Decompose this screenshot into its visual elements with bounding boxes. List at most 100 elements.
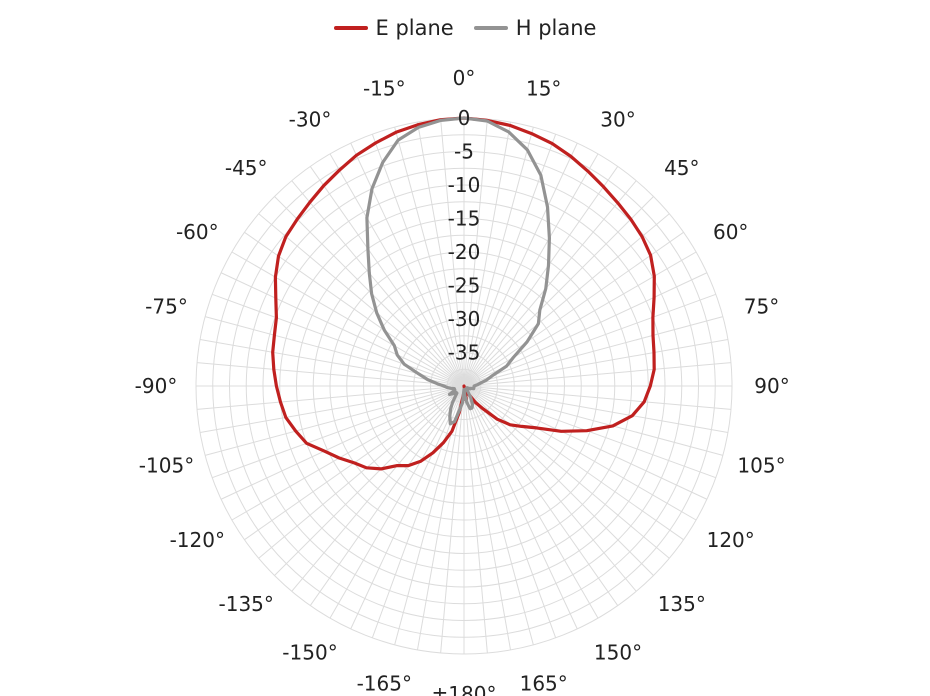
angle-tick-label: 45° — [664, 156, 699, 180]
grid-spoke — [463, 385, 708, 500]
angle-tick-label: 135° — [658, 592, 706, 616]
grid-spoke — [463, 385, 732, 410]
angle-tick-label: 165° — [520, 672, 568, 696]
grid-spoke — [244, 231, 465, 387]
radial-tick-label: -15 — [448, 207, 481, 231]
radial-tick-label: -5 — [454, 140, 474, 164]
grid-spoke — [463, 293, 717, 387]
grid-spoke — [463, 385, 557, 639]
grid-spoke — [463, 316, 723, 387]
grid-spoke — [394, 127, 465, 387]
grid-spoke — [440, 385, 465, 654]
grid-spoke — [371, 133, 465, 387]
grid-spoke — [463, 385, 637, 592]
legend-item-h-plane: H plane — [473, 16, 597, 40]
grid-spoke — [463, 127, 534, 387]
grid-spoke — [199, 385, 465, 434]
angle-tick-label: -90° — [135, 374, 178, 398]
polar-grid — [195, 117, 733, 655]
angle-tick-label: 75° — [744, 294, 779, 318]
angle-tick-label: 15° — [526, 77, 561, 101]
grid-spoke — [196, 385, 465, 410]
angle-tick-label: -105° — [139, 454, 194, 478]
grid-spoke — [463, 180, 637, 387]
grid-spoke — [463, 251, 697, 387]
grid-spoke — [329, 385, 465, 619]
grid-spoke — [309, 166, 465, 387]
legend-label-h-plane: H plane — [515, 16, 597, 40]
grid-spoke — [274, 196, 465, 387]
grid-spoke — [205, 385, 465, 456]
radial-tick-label: -30 — [448, 307, 481, 331]
series-layer — [271, 116, 656, 471]
grid-spoke — [329, 153, 465, 387]
legend-item-e-plane: E plane — [333, 16, 454, 40]
grid-spoke — [199, 338, 465, 387]
grid-spoke — [463, 385, 534, 645]
radial-tick-label: 0 — [458, 106, 471, 130]
angle-tick-label: 150° — [594, 641, 642, 665]
grid-spoke — [463, 385, 697, 521]
grid-spoke — [291, 385, 465, 592]
grid-spoke — [463, 231, 684, 387]
grid-spoke — [463, 385, 512, 651]
grid-spoke — [463, 385, 729, 434]
grid-spoke — [463, 385, 670, 559]
grid-spoke — [463, 385, 723, 456]
angle-tick-label: 120° — [707, 528, 755, 552]
legend-label-e-plane: E plane — [375, 16, 454, 40]
grid-spoke — [463, 196, 654, 387]
grid-spoke — [440, 118, 465, 387]
grid-spoke — [231, 251, 465, 387]
grid-spoke — [309, 385, 465, 606]
grid-spoke — [463, 153, 599, 387]
angle-tick-label: ±180° — [432, 682, 497, 696]
radial-tick-label: -10 — [448, 173, 481, 197]
grid-spoke — [463, 385, 684, 541]
grid-spoke — [463, 385, 488, 654]
legend-swatch-h-plane — [473, 26, 508, 30]
grid-spoke — [463, 385, 717, 479]
grid-spoke — [350, 142, 465, 387]
angle-tick-label: -165° — [357, 672, 412, 696]
grid-spoke — [463, 385, 578, 630]
grid-spoke — [463, 362, 732, 387]
grid-spoke — [463, 142, 578, 387]
grid-spoke — [416, 121, 465, 387]
grid-spoke — [463, 338, 729, 387]
grid-spoke — [463, 213, 670, 387]
angle-tick-label: -120° — [170, 528, 225, 552]
angle-tick-label: 60° — [713, 220, 748, 244]
angle-tick-label: 105° — [737, 454, 785, 478]
grid-spoke — [220, 385, 465, 500]
grid-spoke — [463, 385, 619, 606]
grid-spoke — [196, 362, 465, 387]
angle-tick-label: -75° — [145, 294, 188, 318]
angle-tick-label: 90° — [754, 374, 789, 398]
grid-spoke — [463, 118, 488, 387]
grid-spoke — [463, 121, 512, 387]
grid-spoke — [291, 180, 465, 387]
radial-tick-label: -25 — [448, 274, 481, 298]
grid-spoke — [350, 385, 465, 630]
grid-spoke — [205, 316, 465, 387]
grid-spoke — [463, 385, 599, 619]
grid-spoke — [211, 385, 465, 479]
radial-tick-label: -35 — [448, 341, 481, 365]
grid-spoke — [258, 385, 465, 559]
grid-spoke — [463, 166, 619, 387]
grid-spoke — [258, 213, 465, 387]
angle-tick-label: -15° — [363, 77, 406, 101]
grid-spoke — [220, 272, 465, 387]
angle-tick-label: -30° — [289, 107, 332, 131]
angle-tick-label: -135° — [219, 592, 274, 616]
angle-tick-label: 30° — [600, 107, 635, 131]
grid-spoke — [211, 293, 465, 387]
axis-labels: 0°15°30°45°60°75°90°105°120°135°150°165°… — [135, 66, 790, 696]
grid-spoke — [416, 385, 465, 651]
angle-tick-label: -150° — [282, 641, 337, 665]
grid-spoke — [231, 385, 465, 521]
legend: E plane H plane — [0, 16, 930, 40]
angle-tick-label: -45° — [225, 156, 268, 180]
